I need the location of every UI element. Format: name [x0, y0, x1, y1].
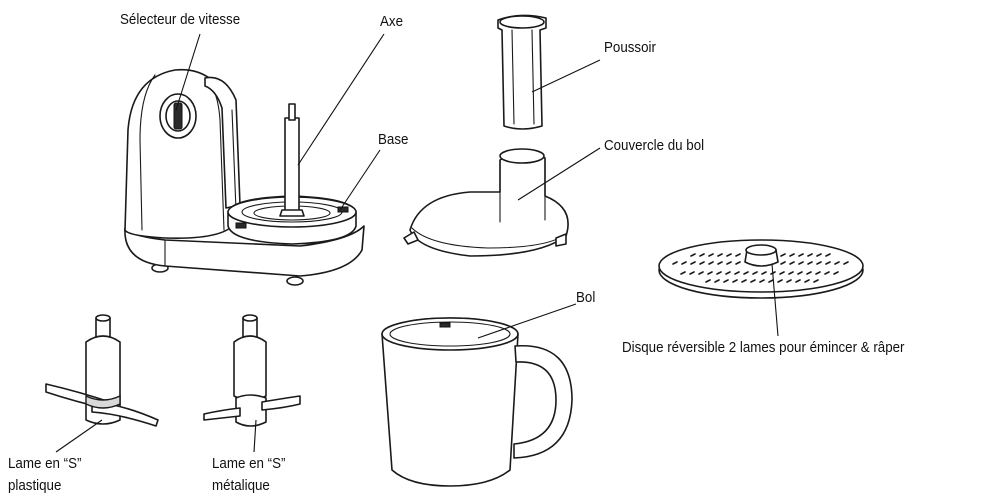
grater-hole	[741, 279, 747, 283]
grater-hole	[780, 253, 786, 257]
grater-hole	[672, 261, 678, 265]
grater-hole	[707, 271, 713, 275]
grater-hole	[723, 279, 729, 283]
pusher-part	[497, 14, 547, 130]
grater-hole	[824, 271, 830, 275]
grater-hole	[717, 261, 723, 265]
grater-hole	[798, 253, 804, 257]
grater-hole	[726, 253, 732, 257]
grater-hole	[816, 261, 822, 265]
grater-hole	[833, 271, 839, 275]
leader-bowl	[477, 303, 577, 339]
grater-hole	[788, 271, 794, 275]
leader-pusher	[531, 59, 601, 93]
grater-hole	[735, 261, 741, 265]
leader-disc	[771, 263, 779, 337]
reversible-disc-part	[658, 239, 864, 299]
bowl-lid-part	[403, 148, 569, 257]
grater-hole	[761, 271, 767, 275]
grater-hole	[759, 279, 765, 283]
label-plastic-blade-line2: plastique	[8, 478, 62, 494]
grater-hole	[734, 271, 740, 275]
grater-hole	[834, 261, 840, 265]
grater-hole	[690, 261, 696, 265]
grater-hole	[708, 253, 714, 257]
grater-hole	[690, 253, 696, 257]
grater-hole	[825, 261, 831, 265]
leader-plastic-blade	[55, 419, 103, 453]
label-base: Base	[378, 132, 409, 148]
grater-hole	[699, 261, 705, 265]
grater-hole	[777, 279, 783, 283]
leader-lines	[55, 33, 779, 453]
grater-hole	[815, 271, 821, 275]
grater-hole	[708, 261, 714, 265]
grater-hole	[699, 253, 705, 257]
label-bowl: Bol	[576, 290, 596, 306]
grater-hole	[804, 279, 810, 283]
motor-base-unit	[124, 68, 365, 286]
bowl-part	[381, 317, 573, 487]
grater-hole	[780, 261, 786, 265]
grater-hole	[689, 271, 695, 275]
leader-shaft	[297, 33, 385, 166]
grater-hole	[705, 279, 711, 283]
metal-s-blade-part	[203, 314, 301, 427]
grater-hole	[714, 279, 720, 283]
grater-hole	[806, 271, 812, 275]
leader-speed-selector	[175, 33, 201, 111]
label-metal-blade-line1: Lame en “S”	[212, 456, 286, 472]
label-shaft: Axe	[380, 14, 403, 30]
disc-grater-holes	[672, 253, 849, 283]
grater-hole	[807, 261, 813, 265]
leader-base	[339, 149, 381, 211]
plastic-s-blade-part	[45, 314, 159, 427]
grater-hole	[750, 279, 756, 283]
label-reversible-disc: Disque réversible 2 lames pour émincer &…	[622, 340, 905, 356]
grater-hole	[797, 271, 803, 275]
grater-hole	[789, 253, 795, 257]
grater-hole	[743, 271, 749, 275]
grater-hole	[798, 261, 804, 265]
label-speed-selector: Sélecteur de vitesse	[120, 12, 241, 28]
leader-metal-blade	[253, 419, 257, 453]
label-metal-blade-line2: métalique	[212, 478, 270, 494]
grater-hole	[789, 261, 795, 265]
grater-hole	[813, 279, 819, 283]
grater-hole	[825, 253, 831, 257]
grater-hole	[717, 253, 723, 257]
grater-hole	[752, 271, 758, 275]
grater-hole	[726, 261, 732, 265]
grater-hole	[732, 279, 738, 283]
grater-hole	[681, 261, 687, 265]
grater-hole	[735, 253, 741, 257]
grater-hole	[768, 279, 774, 283]
grater-hole	[816, 253, 822, 257]
grater-hole	[725, 271, 731, 275]
label-plastic-blade-line1: Lame en “S”	[8, 456, 82, 472]
grater-hole	[807, 253, 813, 257]
grater-hole	[786, 279, 792, 283]
grater-hole	[779, 271, 785, 275]
label-pusher: Poussoir	[604, 40, 656, 56]
grater-hole	[698, 271, 704, 275]
grater-hole	[795, 279, 801, 283]
label-bowl-lid: Couvercle du bol	[604, 138, 705, 154]
grater-hole	[680, 271, 686, 275]
grater-hole	[843, 261, 849, 265]
leader-bowl-lid	[517, 147, 601, 201]
grater-hole	[716, 271, 722, 275]
